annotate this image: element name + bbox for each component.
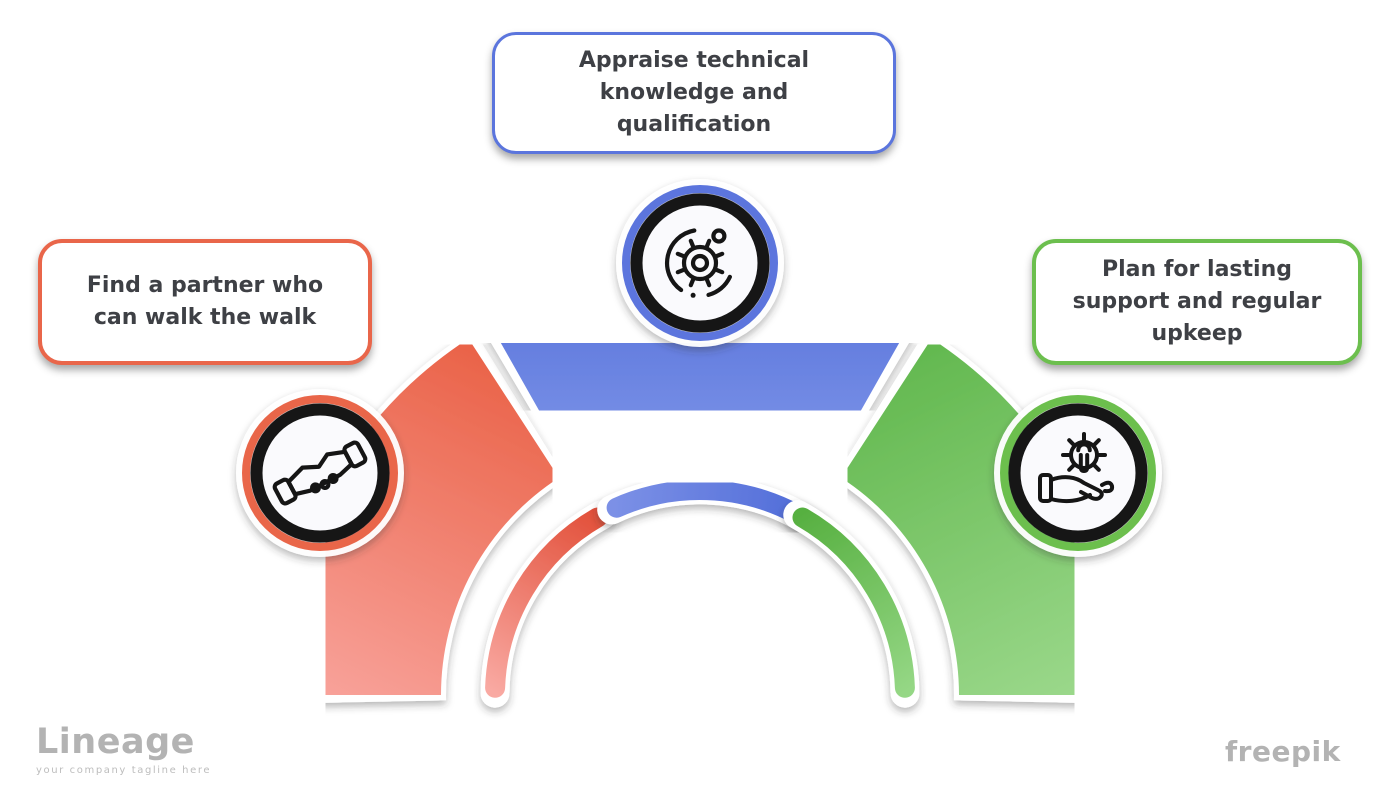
badge-right: [994, 389, 1162, 557]
gear-process-icon: [664, 228, 732, 298]
inner-arc-left: [480, 500, 617, 708]
card-plan-support: Plan for lasting support and regular upk…: [1032, 239, 1362, 365]
badge-left: [236, 389, 404, 557]
company-logo: Lineage your company tagline here: [36, 722, 211, 776]
inner-arc-center: [597, 475, 830, 540]
card-find-partner: Find a partner who can walk the walk: [38, 239, 372, 365]
arch-segment-left: [270, 329, 568, 705]
hand-gear-icon: [1038, 432, 1115, 504]
credit-watermark: freepik: [1225, 735, 1341, 768]
card-find-partner-label: Find a partner who can walk the walk: [86, 273, 324, 330]
arch-segment-right: [832, 329, 1130, 705]
company-logo-tagline: your company tagline here: [36, 765, 212, 776]
card-plan-support-label: Plan for lasting support and regular upk…: [1072, 257, 1322, 346]
company-logo-text: Lineage: [36, 722, 195, 762]
arch-segment-center: [480, 264, 920, 478]
card-appraise: Appraise technical knowledge and qualifi…: [492, 32, 896, 154]
card-appraise-label: Appraise technical knowledge and qualifi…: [578, 48, 810, 137]
badge-top: [616, 179, 784, 347]
handshake-icon: [272, 440, 368, 506]
inner-arc-right: [783, 500, 920, 708]
